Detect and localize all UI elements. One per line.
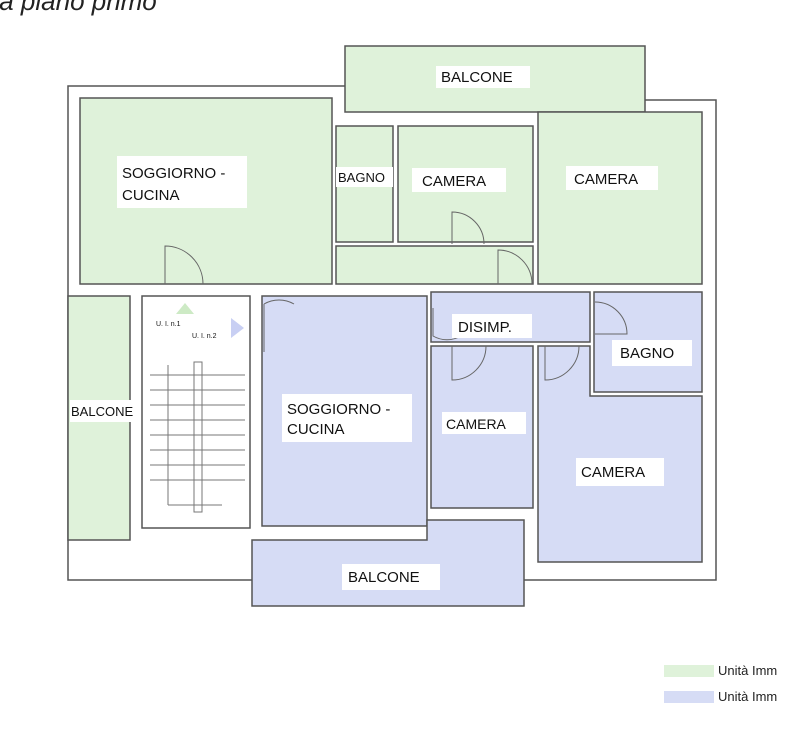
- label-cucina-unit1: CUCINA: [122, 187, 180, 204]
- label-bagno-unit2: BAGNO: [620, 345, 674, 362]
- stair-label-u1: U. I. n.1: [156, 321, 181, 328]
- label-camera-unit1-a: CAMERA: [422, 173, 486, 190]
- page-title: ta piano primo: [0, 0, 157, 16]
- stair-label-u2: U. I. n.2: [192, 333, 217, 340]
- legend-label-unit1: Unità Imm: [718, 663, 778, 678]
- label-balcone-top: BALCONE: [441, 69, 513, 86]
- legend-item-unit2: Unità Imm: [664, 689, 777, 704]
- legend-item-unit1: Unità Imm: [664, 663, 777, 678]
- outer-wall-right: [524, 99, 717, 581]
- room-camera-unit2-b: [537, 345, 703, 563]
- label-cucina-unit2: CUCINA: [287, 421, 345, 438]
- legend-swatch-unit1: [664, 664, 714, 677]
- unit1-marker-icon: [176, 303, 194, 314]
- label-camera-unit2-b: CAMERA: [581, 464, 645, 481]
- room-balcone-bottom: [251, 519, 525, 607]
- door-arcs: [164, 211, 628, 381]
- label-balcone-bottom: BALCONE: [348, 569, 420, 586]
- label-soggiorno-unit2: SOGGIORNO -: [287, 401, 390, 418]
- label-camera-unit1-b: CAMERA: [574, 171, 638, 188]
- unit2-marker-icon: [231, 318, 244, 338]
- label-camera-unit2-a: CAMERA: [446, 416, 507, 432]
- legend-label-unit2: Unità Imm: [718, 689, 778, 704]
- label-balcone-left: BALCONE: [71, 404, 133, 419]
- stairs: [150, 361, 245, 513]
- legend-swatch-unit2: [664, 690, 714, 703]
- label-soggiorno-unit1: SOGGIORNO -: [122, 165, 225, 182]
- label-bagno-unit1: BAGNO: [338, 170, 385, 185]
- room-camera-unit1-b: [537, 111, 703, 285]
- label-disimp: DISIMP.: [458, 319, 512, 336]
- room-labels: BALCONE SOGGIORNO - CUCINA BAGNO CAMERA …: [70, 66, 692, 590]
- corridor-unit1: [335, 245, 534, 285]
